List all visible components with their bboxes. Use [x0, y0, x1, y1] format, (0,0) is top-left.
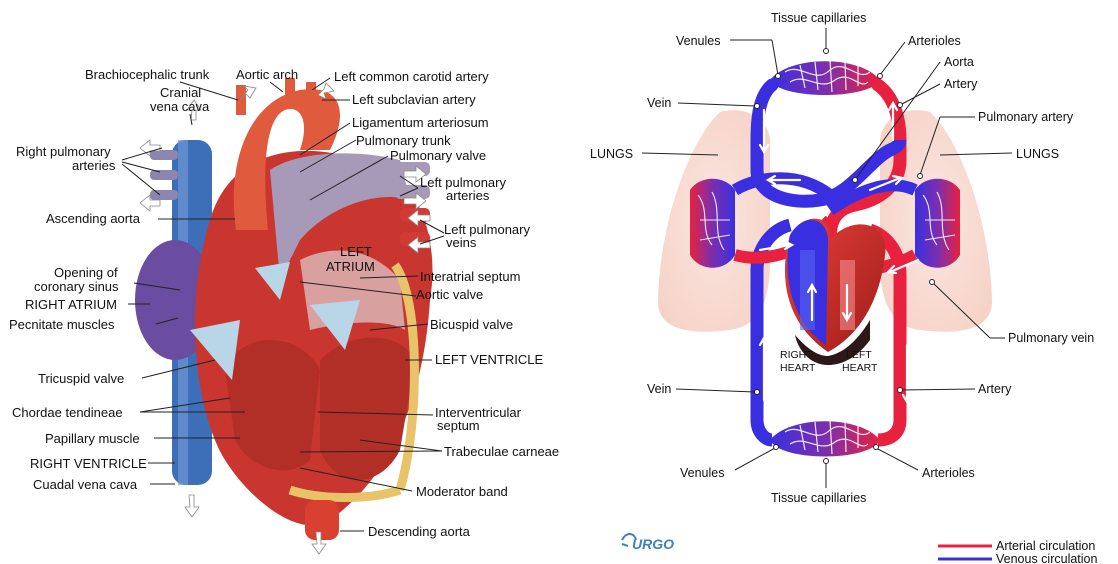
- label-pulmonary-trunk: Pulmonary trunk: [356, 133, 451, 148]
- label-descending-aorta: Descending aorta: [368, 524, 471, 539]
- label-coronary-sinus-1: Opening of: [54, 265, 118, 280]
- label-interventricular-septum-2: septum: [437, 418, 480, 433]
- label-vein-top: Vein: [647, 96, 671, 110]
- label-aorta: Aorta: [944, 55, 974, 69]
- label-vein-bottom: Vein: [647, 382, 671, 396]
- legend-venous-label: Venous circulation: [996, 552, 1098, 564]
- label-left-pulmonary-veins-2: veins: [446, 235, 477, 250]
- label-cranial-vena-cava-1: Cranial: [160, 85, 201, 100]
- label-ligamentum-arteriosum: Ligamentum arteriosum: [352, 115, 489, 130]
- label-right-heart-2: HEART: [780, 362, 816, 374]
- label-lungs-left: LUNGS: [590, 147, 633, 161]
- label-left-subclavian-artery: Left subclavian artery: [352, 92, 476, 107]
- bottom-capillary-bed: [770, 421, 880, 456]
- logo-text: URGO: [632, 536, 674, 552]
- heart-illustration: [135, 78, 432, 554]
- label-right-ventricle: RIGHT VENTRICLE: [30, 456, 147, 471]
- label-tissue-capillaries-bottom: Tissue capillaries: [771, 491, 866, 505]
- label-tricuspid-valve: Tricuspid valve: [38, 371, 124, 386]
- label-left-atrium-2: ATRIUM: [326, 259, 375, 274]
- label-bicuspid-valve: Bicuspid valve: [430, 317, 513, 332]
- label-artery-bottom: Artery: [978, 382, 1012, 396]
- label-left-common-carotid-artery: Left common carotid artery: [334, 69, 489, 84]
- label-moderator-band: Moderator band: [416, 484, 508, 499]
- label-papillary-muscle: Papillary muscle: [45, 431, 140, 446]
- legend-arterial-label: Arterial circulation: [996, 539, 1095, 553]
- label-pulmonary-artery: Pulmonary artery: [978, 110, 1074, 124]
- urgo-logo: URGO: [622, 534, 674, 552]
- label-interatrial-septum: Interatrial septum: [420, 269, 520, 284]
- label-ascending-aorta: Ascending aorta: [46, 211, 141, 226]
- label-venules-top: Venules: [676, 34, 720, 48]
- label-left-atrium-1: LEFT: [340, 244, 372, 259]
- label-venules-bottom: Venules: [680, 466, 724, 480]
- label-coronary-sinus-2: coronary sinus: [34, 279, 119, 294]
- label-arterioles-bottom: Arterioles: [922, 466, 975, 480]
- label-right-pulmonary-arteries-1: Right pulmonary: [16, 144, 111, 159]
- label-aortic-arch: Aortic arch: [236, 67, 298, 82]
- label-pulmonary-valve: Pulmonary valve: [390, 148, 486, 163]
- label-right-heart-1: RIGHT: [780, 349, 813, 361]
- label-trabeculae-carneae: Trabeculae carneae: [444, 444, 559, 459]
- legend: Arterial circulation Venous circulation: [938, 539, 1098, 564]
- label-tissue-capillaries-top: Tissue capillaries: [771, 11, 866, 25]
- label-left-pulmonary-arteries-2: arteries: [446, 188, 490, 203]
- label-left-ventricle: LEFT VENTRICLE: [435, 352, 543, 367]
- label-chordae-tendineae: Chordae tendineae: [12, 405, 123, 420]
- label-brachiocephalic-trunk: Brachiocephalic trunk: [85, 67, 210, 82]
- label-caudal-vena-cava: Cuadal vena cava: [33, 477, 138, 492]
- top-capillary-bed: [770, 61, 880, 95]
- label-cranial-vena-cava-2: vena cava: [150, 99, 210, 114]
- label-artery-top: Artery: [944, 77, 978, 91]
- label-lungs-right: LUNGS: [1016, 147, 1059, 161]
- label-right-pulmonary-arteries-2: arteries: [72, 158, 116, 173]
- label-aortic-valve: Aortic valve: [416, 287, 483, 302]
- circulation-diagram: Tissue capillaries Venules Arterioles Ao…: [590, 11, 1098, 564]
- label-left-heart-1: LEFT: [846, 349, 872, 361]
- label-right-atrium: RIGHT ATRIUM: [25, 297, 117, 312]
- label-pulmonary-vein: Pulmonary vein: [1008, 331, 1094, 345]
- label-pecnitate-muscles: Pecnitate muscles: [9, 317, 115, 332]
- label-left-heart-2: HEART: [842, 362, 878, 374]
- label-arterioles-top: Arterioles: [908, 34, 961, 48]
